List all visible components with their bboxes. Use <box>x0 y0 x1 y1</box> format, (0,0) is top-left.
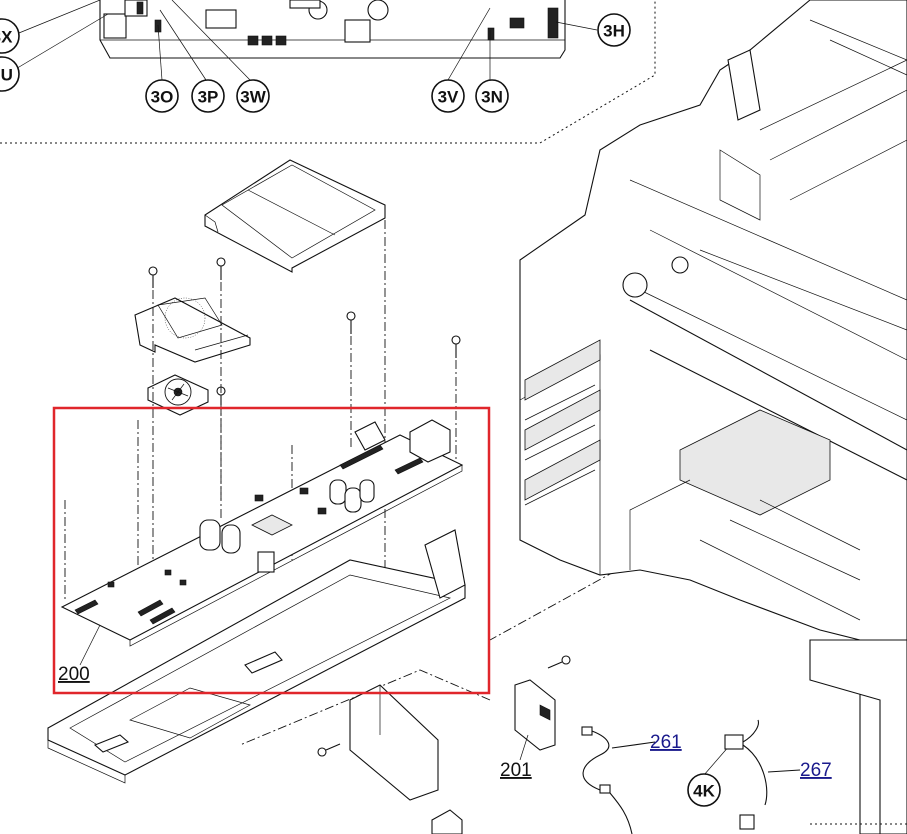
callout-4k: 4K <box>687 773 721 807</box>
callout-3p: 3P <box>191 79 225 113</box>
leader-201 <box>519 734 529 761</box>
side-card <box>349 684 439 801</box>
callout-3v: 3V <box>431 79 465 113</box>
svg-text:200: 200 <box>58 664 90 685</box>
printer-chassis <box>431 0 907 834</box>
svg-text:3N: 3N <box>481 88 503 107</box>
top-cover-plate <box>204 159 386 273</box>
sub-board <box>514 679 556 751</box>
part-number-267[interactable]: 267 <box>800 760 832 781</box>
svg-text:201: 201 <box>500 760 532 781</box>
svg-text:3X: 3X <box>0 28 13 47</box>
part-number-201[interactable]: 201 <box>500 760 532 781</box>
callout-3u: 3U <box>0 56 20 92</box>
callout-3w: 3W <box>236 79 270 113</box>
svg-text:267: 267 <box>800 760 832 781</box>
leader-200 <box>79 624 101 666</box>
callout-3h: 3H <box>597 13 631 47</box>
callout-3x: 3X <box>0 18 20 54</box>
cable-267 <box>724 719 801 830</box>
cable-261 <box>581 726 656 834</box>
svg-text:4K: 4K <box>693 782 715 801</box>
callout-3o: 3O <box>145 79 179 113</box>
cooling-fan <box>147 374 209 416</box>
inset-board-detail <box>0 0 656 144</box>
svg-text:3H: 3H <box>603 22 625 41</box>
svg-text:3P: 3P <box>198 88 219 107</box>
board-base-tray <box>47 529 466 784</box>
callout-leaders <box>13 0 731 776</box>
part-number-261[interactable]: 261 <box>650 732 682 753</box>
svg-text:3W: 3W <box>240 88 266 107</box>
fan-bracket <box>134 297 251 363</box>
svg-text:3V: 3V <box>438 88 459 107</box>
callout-3n: 3N <box>475 79 509 113</box>
part-number-200[interactable]: 200 <box>58 664 90 685</box>
main-control-board <box>60 419 464 647</box>
svg-text:261: 261 <box>650 732 682 753</box>
highlight-box <box>52 406 491 695</box>
svg-text:3O: 3O <box>151 88 174 107</box>
svg-text:3U: 3U <box>0 66 13 85</box>
